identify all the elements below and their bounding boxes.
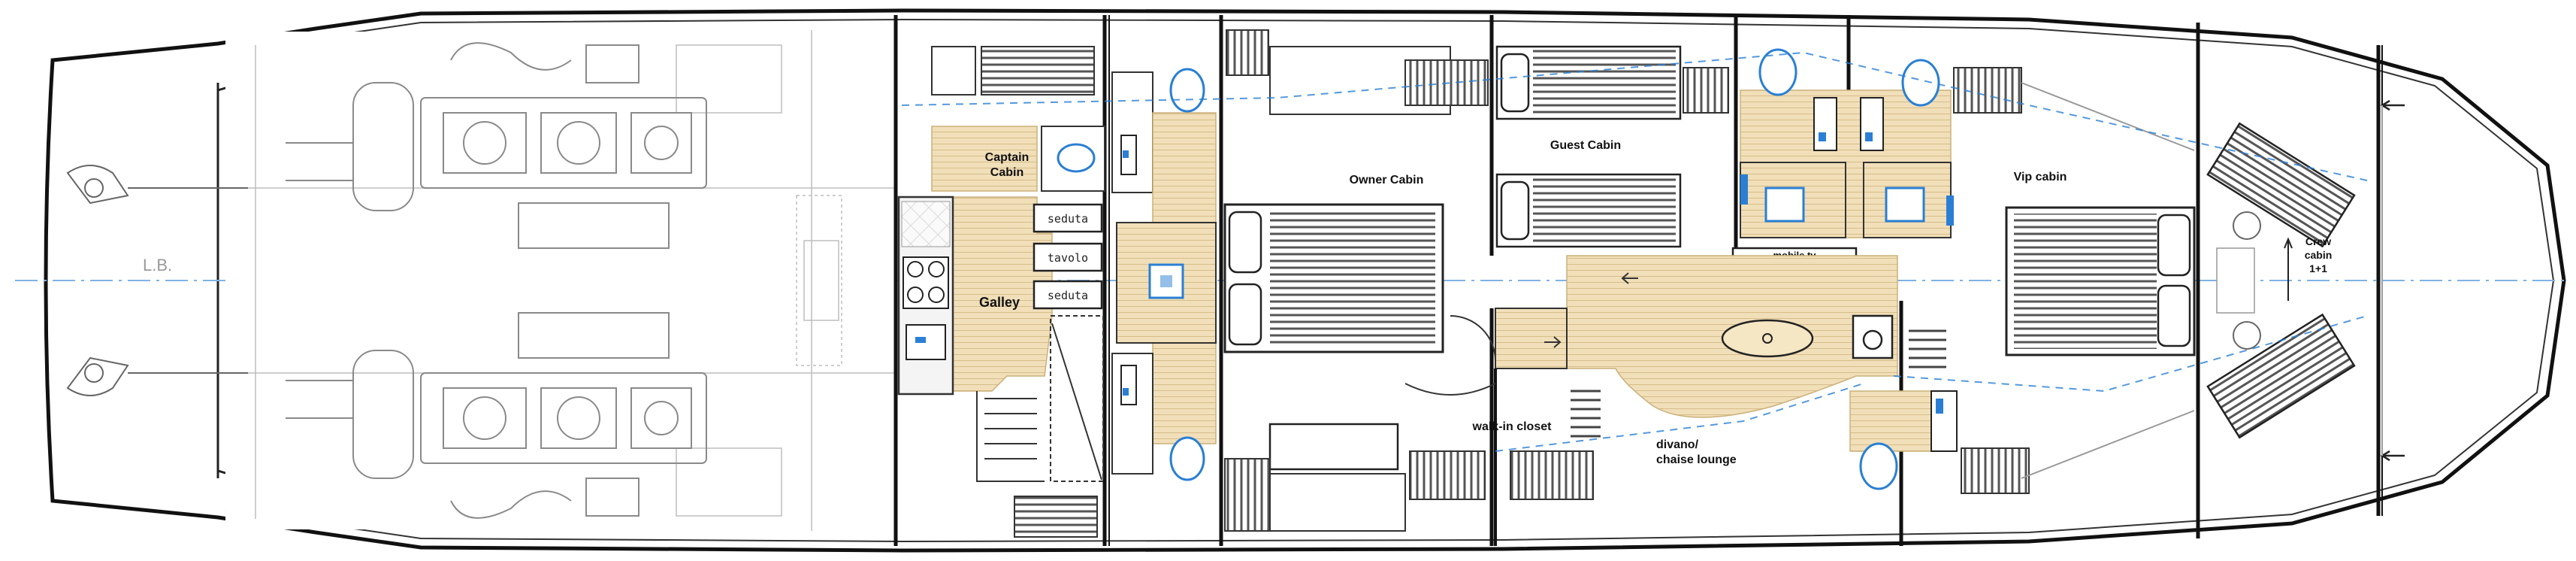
crew-cabin: Crew cabin 1+1: [2206, 122, 2356, 439]
owner-bathroom: [1111, 68, 1217, 481]
galley-stairs: [976, 315, 1104, 482]
seduta-top-label: seduta: [1048, 212, 1088, 226]
system-lines: [901, 51, 2368, 452]
safe-box: [1852, 314, 1894, 359]
owner-cabin-label: Owner Cabin: [1350, 174, 1424, 186]
seduta-bottom-label: seduta: [1048, 289, 1088, 302]
vip-bathroom: [1849, 390, 1958, 546]
engine-room-area: [225, 32, 894, 529]
crew-bunk-bottom: [2206, 313, 2356, 439]
owner-toilet-top: [1169, 68, 1205, 113]
crew-cabin-label-line2: cabin: [2305, 249, 2333, 261]
guest-cabin-label: Guest Cabin: [1550, 139, 1621, 152]
dinette-seat-top: [1033, 203, 1103, 233]
engine-room: L.B.: [66, 30, 894, 531]
vip-cabin: Vip cabin: [1953, 67, 2196, 494]
bow: [2380, 99, 2405, 462]
captain-toilet: [1057, 143, 1096, 173]
dinette-seat-bottom: [1033, 280, 1103, 310]
owner-cabin: Owner Cabin: [1223, 46, 1496, 532]
owner-toilet-bottom: [1169, 436, 1205, 481]
engine-room-mark: L.B.: [143, 256, 172, 274]
lounge-table: [1721, 319, 1814, 358]
closet-rails: [1571, 329, 1946, 438]
walk-in-closet-label: walk-in closet: [1472, 420, 1553, 433]
vip-cabin-label: Vip cabin: [2014, 171, 2067, 183]
galley-zone: seduta tavolo seduta Captain Cabin Galle…: [897, 46, 1105, 538]
captain-cabin-label-line1: Captain: [985, 151, 1029, 164]
engine-port: [286, 42, 707, 249]
stern-drives: [66, 165, 248, 396]
crew-bunk-top: [2206, 122, 2356, 248]
captain-cabin-floor: [931, 126, 1038, 192]
cooktop: [903, 256, 949, 309]
lounge: walk-in closet divano/ chaise lounge: [1404, 255, 1946, 546]
guest-cabin: Guest Cabin: [1495, 45, 1729, 248]
lower-wardrobes: [1226, 29, 1594, 500]
galley-label: Galley: [979, 295, 1020, 310]
engine-starboard: [286, 312, 707, 519]
captain-cabin-label-line2: Cabin: [990, 166, 1023, 179]
crew-cabin-label-line3: 1+1: [2309, 262, 2327, 274]
divano-label-line2: chaise lounge: [1656, 453, 1737, 466]
vip-toilet: [1901, 59, 1940, 107]
crew-cabin-label-line1: Crew: [2305, 235, 2331, 247]
tavolo-label: tavolo: [1048, 251, 1088, 265]
vip-toilet-lower: [1859, 442, 1898, 490]
dinette-table: [1033, 242, 1103, 272]
divano-label-line1: divano/: [1656, 438, 1699, 451]
guest-toilet: [1758, 48, 1797, 96]
